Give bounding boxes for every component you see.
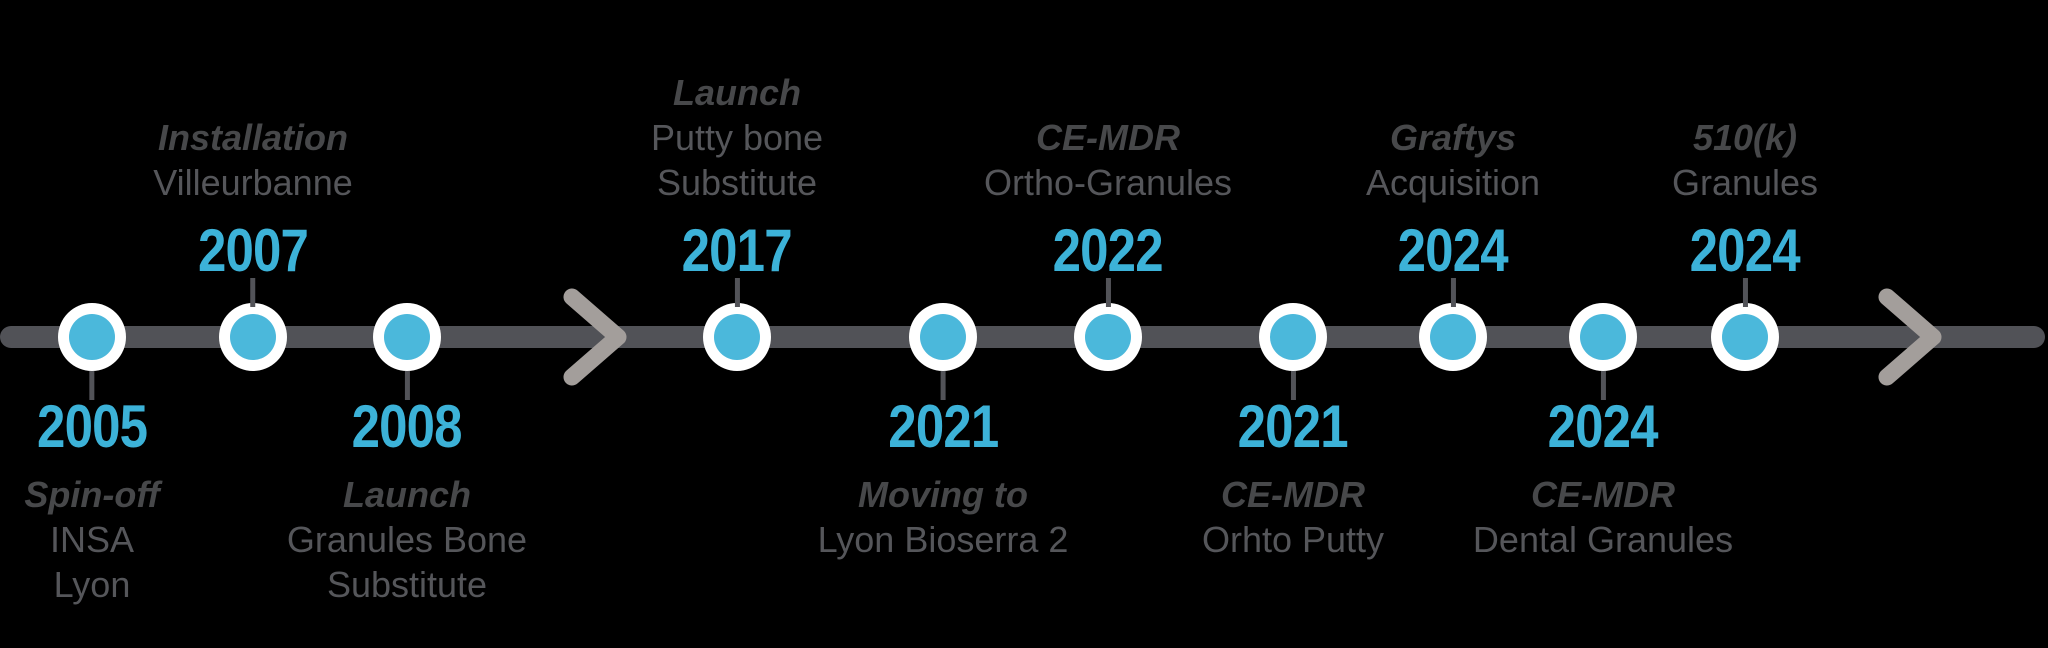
event-2008-launch-granules: 2008 Launch Granules Bone Substitute xyxy=(287,371,527,607)
event-year: 2022 xyxy=(1052,217,1164,284)
event-2021-moving: 2021 Moving to Lyon Bioserra 2 xyxy=(818,371,1069,562)
timeline-node xyxy=(373,303,441,371)
event-stem xyxy=(734,278,740,307)
timeline-node xyxy=(58,303,126,371)
timeline-node xyxy=(1074,303,1142,371)
event-year: 2008 xyxy=(351,393,463,460)
event-title: Moving to xyxy=(858,474,1028,515)
event-subtitle: Lyon Bioserra 2 xyxy=(817,519,1069,560)
event-title: 510(k) xyxy=(1692,117,1798,158)
event-2005-spin-off: 2005 Spin-off INSA Lyon xyxy=(24,371,160,607)
event-labels: Launch Granules Bone Substitute xyxy=(287,472,527,607)
event-2024-ce-mdr-dental: 2024 CE-MDR Dental Granules xyxy=(1473,371,1733,562)
event-year: 2024 xyxy=(1689,217,1801,284)
event-labels: Spin-off INSA Lyon xyxy=(24,472,159,607)
event-2017-launch-putty: Launch Putty bone Substitute 2017 xyxy=(651,70,823,307)
event-year: 2024 xyxy=(1397,217,1509,284)
event-labels: 510(k) Granules xyxy=(1672,115,1818,205)
event-2021-ce-mdr-orhto-putty: 2021 CE-MDR Orhto Putty xyxy=(1202,371,1384,562)
event-2007-installation: Installation Villeurbanne 2007 xyxy=(153,115,353,307)
event-subtitle: INSA xyxy=(49,519,135,560)
event-title: CE-MDR xyxy=(1531,474,1675,515)
event-title: Graftys xyxy=(1389,117,1517,158)
timeline-node xyxy=(909,303,977,371)
timeline-node xyxy=(219,303,287,371)
node-dot xyxy=(920,314,966,360)
timeline-node xyxy=(1419,303,1487,371)
event-title: Installation xyxy=(157,117,349,158)
event-year: 2007 xyxy=(197,217,309,284)
node-dot xyxy=(1580,314,1626,360)
event-subtitle: Granules Bone xyxy=(286,519,528,560)
event-2024-510k-granules: 510(k) Granules 2024 xyxy=(1672,115,1818,307)
event-subtitle: Substitute xyxy=(656,162,818,203)
event-stem xyxy=(1290,371,1296,400)
event-subtitle: Acquisition xyxy=(1365,162,1541,203)
event-title: CE-MDR xyxy=(1221,474,1365,515)
event-2024-graftys-acquisition: Graftys Acquisition 2024 xyxy=(1366,115,1540,307)
node-dot xyxy=(1722,314,1768,360)
timeline-axis xyxy=(0,326,2045,348)
event-subtitle: Putty bone xyxy=(650,117,824,158)
forward-chevron-icon xyxy=(1878,288,1942,386)
node-dot xyxy=(1085,314,1131,360)
event-stem xyxy=(940,371,946,400)
event-title: Launch xyxy=(672,72,801,113)
event-stem xyxy=(1450,278,1456,307)
event-year: 2005 xyxy=(36,393,148,460)
node-dot xyxy=(384,314,430,360)
event-labels: Moving to Lyon Bioserra 2 xyxy=(818,472,1069,562)
event-title: Spin-off xyxy=(24,474,160,515)
event-labels: CE-MDR Dental Granules xyxy=(1473,472,1733,562)
event-stem xyxy=(250,278,256,307)
timeline-node xyxy=(1259,303,1327,371)
forward-chevron-icon xyxy=(563,288,627,386)
event-labels: Installation Villeurbanne xyxy=(153,115,353,205)
event-year: 2017 xyxy=(681,217,793,284)
event-stem xyxy=(89,371,95,400)
node-dot xyxy=(69,314,115,360)
event-subtitle: Ortho-Granules xyxy=(983,162,1233,203)
event-labels: Launch Putty bone Substitute xyxy=(651,70,823,205)
event-year: 2021 xyxy=(887,393,999,460)
event-subtitle: Substitute xyxy=(326,564,488,605)
event-labels: Graftys Acquisition xyxy=(1366,115,1540,205)
event-title: Launch xyxy=(342,474,471,515)
event-labels: CE-MDR Orhto Putty xyxy=(1202,472,1384,562)
event-subtitle: Lyon xyxy=(53,564,131,605)
event-stem xyxy=(404,371,410,400)
event-stem xyxy=(1105,278,1111,307)
event-year: 2024 xyxy=(1547,393,1659,460)
event-title: CE-MDR xyxy=(1036,117,1180,158)
event-year: 2021 xyxy=(1237,393,1349,460)
event-subtitle: Dental Granules xyxy=(1472,519,1734,560)
event-2022-ce-mdr-ortho-granules: CE-MDR Ortho-Granules 2022 xyxy=(984,115,1232,307)
event-subtitle: Orhto Putty xyxy=(1201,519,1385,560)
node-dot xyxy=(1430,314,1476,360)
node-dot xyxy=(230,314,276,360)
node-dot xyxy=(714,314,760,360)
event-subtitle: Villeurbanne xyxy=(153,162,353,203)
event-stem xyxy=(1742,278,1748,307)
event-labels: CE-MDR Ortho-Granules xyxy=(984,115,1232,205)
event-subtitle: Granules xyxy=(1671,162,1819,203)
timeline-node xyxy=(1569,303,1637,371)
timeline-node xyxy=(1711,303,1779,371)
event-stem xyxy=(1600,371,1606,400)
node-dot xyxy=(1270,314,1316,360)
timeline-node xyxy=(703,303,771,371)
